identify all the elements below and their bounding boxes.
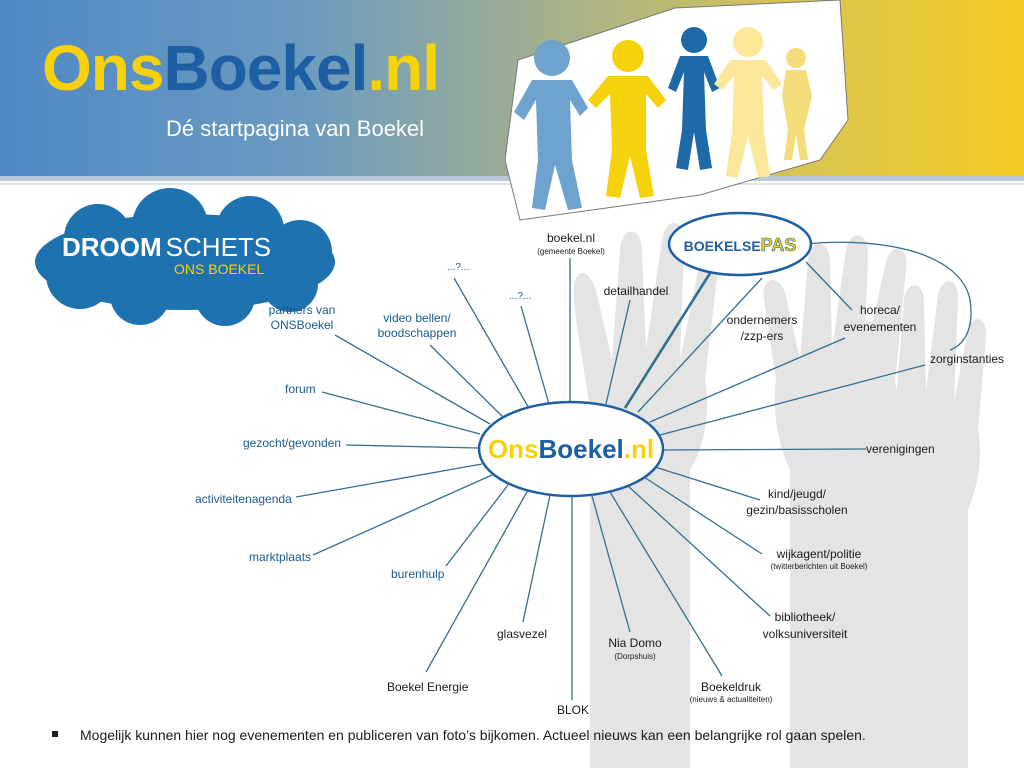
logo-part-ons: Ons xyxy=(42,32,164,104)
node-boekel-nl: boekel.nl xyxy=(547,231,595,245)
node-kind-line2: gezin/basisscholen xyxy=(746,503,847,517)
node-boekeldruk: Boekeldruk xyxy=(701,680,762,694)
hub-onsboekel[interactable]: OnsBoekel.nl xyxy=(477,400,665,498)
node-unknown-1: ...?... xyxy=(447,262,469,273)
footnote-bullet: Mogelijk kunnen hier nog evenementen en … xyxy=(52,727,1012,743)
node-burenhulp: burenhulp xyxy=(391,567,445,581)
boekelse-pas-part1: BOEKELSE xyxy=(684,238,761,254)
node-nia-domo: Nia Domo xyxy=(608,636,662,650)
node-ondernemers-line1: ondernemers xyxy=(727,313,798,327)
svg-text:OnsBoekel.nl: OnsBoekel.nl xyxy=(488,434,654,464)
node-unknown-2: ...?... xyxy=(509,291,531,302)
node-energie: Boekel Energie xyxy=(387,680,469,694)
boekelse-pas-part2: PAS xyxy=(761,235,797,255)
node-zorginstanties: zorginstanties xyxy=(930,352,1004,366)
hub-part-nl: .nl xyxy=(624,434,654,464)
node-wijkagent: wijkagent/politie xyxy=(776,547,862,561)
node-partners-line2: ONSBoekel xyxy=(271,318,334,332)
hub-part-ons: Ons xyxy=(488,434,539,464)
node-horeca-line1: horeca/ xyxy=(860,303,901,317)
node-marktplaats: marktplaats xyxy=(249,550,311,564)
site-tagline: Dé startpagina van Boekel xyxy=(166,116,425,141)
node-bibliotheek-line2: volksuniversiteit xyxy=(763,627,848,641)
node-verenigingen: verenigingen xyxy=(866,442,935,456)
site-logo[interactable]: OnsBoekel.nl xyxy=(42,36,440,100)
paper-dolls-illustration xyxy=(504,0,849,221)
node-forum: forum xyxy=(285,382,316,396)
mindmap-labels: ...?... ...?... boekel.nl (gemeente Boek… xyxy=(195,231,1004,717)
node-boekeldruk-sub: (nieuws & actualiteiten) xyxy=(690,695,773,704)
node-video-line1: video bellen/ xyxy=(383,311,451,325)
bullet-icon xyxy=(52,731,58,738)
mindmap-connectors xyxy=(295,241,972,700)
hub-part-boekel: Boekel xyxy=(538,434,623,464)
node-bibliotheek-line1: bibliotheek/ xyxy=(775,610,836,624)
cloud-ons-boekel: ONS BOEKEL xyxy=(174,261,264,277)
node-nia-domo-sub: (Dorpshuis) xyxy=(614,652,656,661)
node-activiteiten: activiteitenagenda xyxy=(195,492,292,506)
node-video-line2: boodschappen xyxy=(378,326,457,340)
logo-part-nl: .nl xyxy=(367,32,440,104)
logo-part-boekel: Boekel xyxy=(163,32,368,104)
node-kind-line1: kind/jeugd/ xyxy=(768,487,827,501)
node-partners-line1: partners van xyxy=(269,303,336,317)
svg-text:BOEKELSEPAS: BOEKELSEPAS xyxy=(684,235,797,255)
node-boekel-nl-sub: (gemeente Boekel) xyxy=(537,247,605,256)
footnote-text: Mogelijk kunnen hier nog evenementen en … xyxy=(80,727,866,743)
node-detailhandel: detailhandel xyxy=(604,284,669,298)
background-hands-illustration xyxy=(573,222,987,768)
node-gezocht: gezocht/gevonden xyxy=(243,436,341,450)
node-wijkagent-sub: (twitterberichten uit Boekel) xyxy=(771,562,868,571)
cloud-schets: SCHETS xyxy=(166,232,271,262)
node-horeca-line2: evenementen xyxy=(844,320,917,334)
cloud-droom: DROOM xyxy=(62,232,162,262)
boekelse-pas-node[interactable]: BOEKELSEPAS xyxy=(667,211,813,277)
node-blok: BLOK xyxy=(557,703,589,717)
node-ondernemers-line2: /zzp-ers xyxy=(741,329,784,343)
node-glasvezel: glasvezel xyxy=(497,627,547,641)
